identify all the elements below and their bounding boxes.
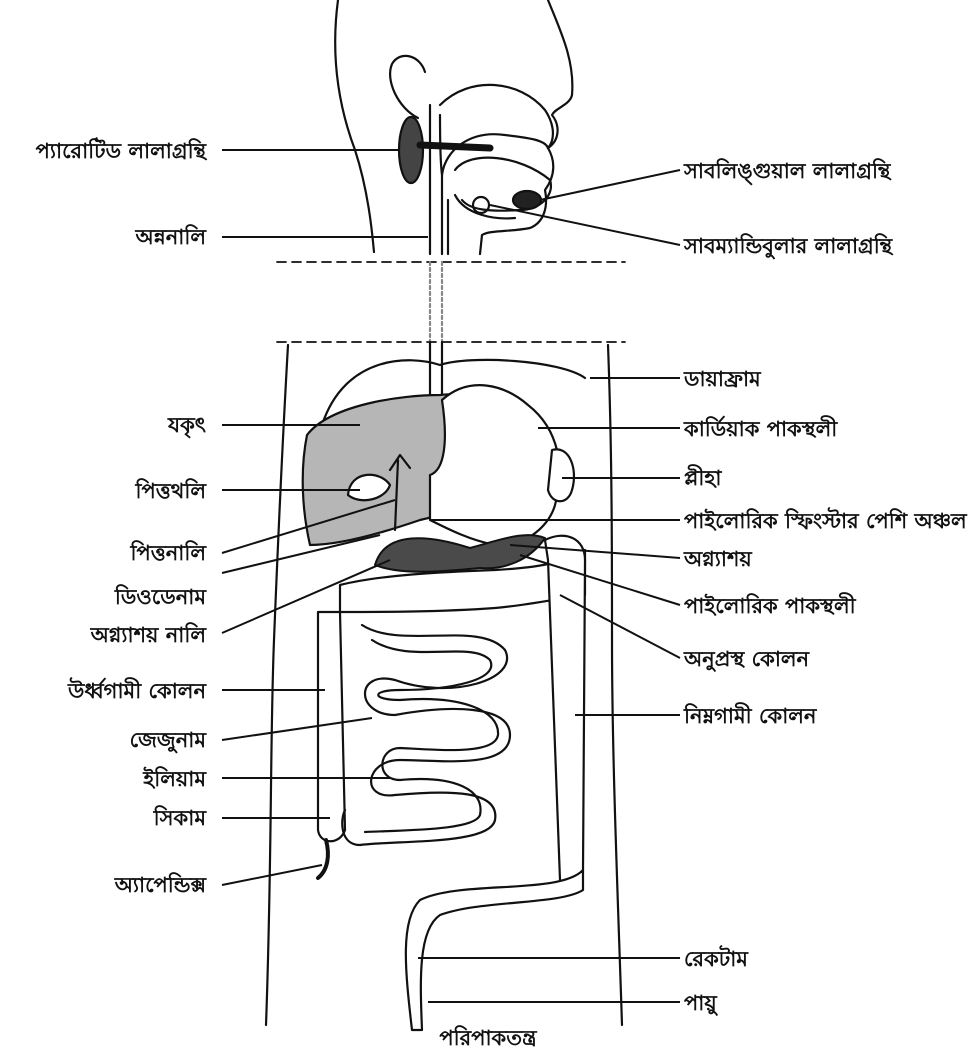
label-descending-colon: নিম্নগামী কোলন: [684, 703, 816, 729]
label-duodenum: ডিওডেনাম: [115, 584, 206, 610]
label-pyloric-sphincter: পাইলোরিক স্ফিংস্টার পেশি অঞ্চল: [684, 508, 967, 534]
parotid-gland: [399, 117, 423, 183]
palate: [440, 85, 553, 148]
parotid-duct: [420, 145, 490, 148]
appendix-shape: [318, 840, 328, 878]
label-caecum: সিকাম: [154, 805, 206, 831]
label-liver: যকৃৎ: [168, 412, 206, 438]
torso-left: [266, 345, 288, 1025]
spleen-shape: [548, 449, 574, 501]
label-jejunum: জেজুনাম: [130, 727, 206, 753]
head-outline: [335, 0, 374, 252]
submandibular-gland: [473, 197, 489, 213]
label-submandibular-gland: সাবম্যান্ডিবুলার লালাগ্রন্থি: [684, 233, 892, 259]
diagram-caption: পরিপাকতন্ত্র: [0, 1022, 976, 1057]
label-parotid-gland: প্যারোটিড লালাগ্রন্থি: [36, 138, 206, 164]
descending-colon: [545, 536, 585, 882]
torso-right: [608, 345, 622, 1025]
label-gallbladder: পিত্তথলি: [135, 478, 206, 504]
label-spleen: প্লীহা: [684, 465, 721, 491]
label-esophagus: অন্ননালি: [136, 224, 206, 250]
sigmoid-rectum: [406, 870, 583, 1030]
pancreas-shape: [375, 535, 545, 572]
stomach: [430, 385, 560, 545]
sublingual-gland: [513, 191, 541, 209]
label-appendix: অ্যাপেন্ডিক্স: [115, 872, 206, 898]
label-rectum: রেকটাম: [684, 946, 748, 972]
ear: [390, 56, 425, 118]
label-ascending-colon: উর্ধ্বগামী কোলন: [68, 678, 206, 704]
label-sublingual-gland: সাবলিঙ্গুয়াল লালাগ্রন্থি: [684, 158, 890, 184]
face-outline: [480, 0, 572, 254]
label-ileum: ইলিয়াম: [143, 766, 206, 792]
label-transverse-colon: অনুপ্রস্থ কোলন: [684, 646, 809, 672]
label-pancreas: অগ্ন্যাশয়: [684, 546, 752, 572]
label-anus: পায়ু: [684, 990, 717, 1016]
ascending-colon: [318, 612, 345, 841]
label-pyloric-stomach: পাইলোরিক পাকস্থলী: [684, 593, 856, 619]
label-cardiac-stomach: কার্ডিয়াক পাকস্থলী: [684, 416, 837, 442]
label-bile-duct: পিত্তনালি: [130, 540, 206, 566]
label-pancreatic-duct: অগ্ন্যাশয় নালি: [91, 622, 206, 648]
small-intestine: [342, 625, 510, 845]
label-diaphragm: ডায়াফ্রাম: [684, 366, 761, 392]
